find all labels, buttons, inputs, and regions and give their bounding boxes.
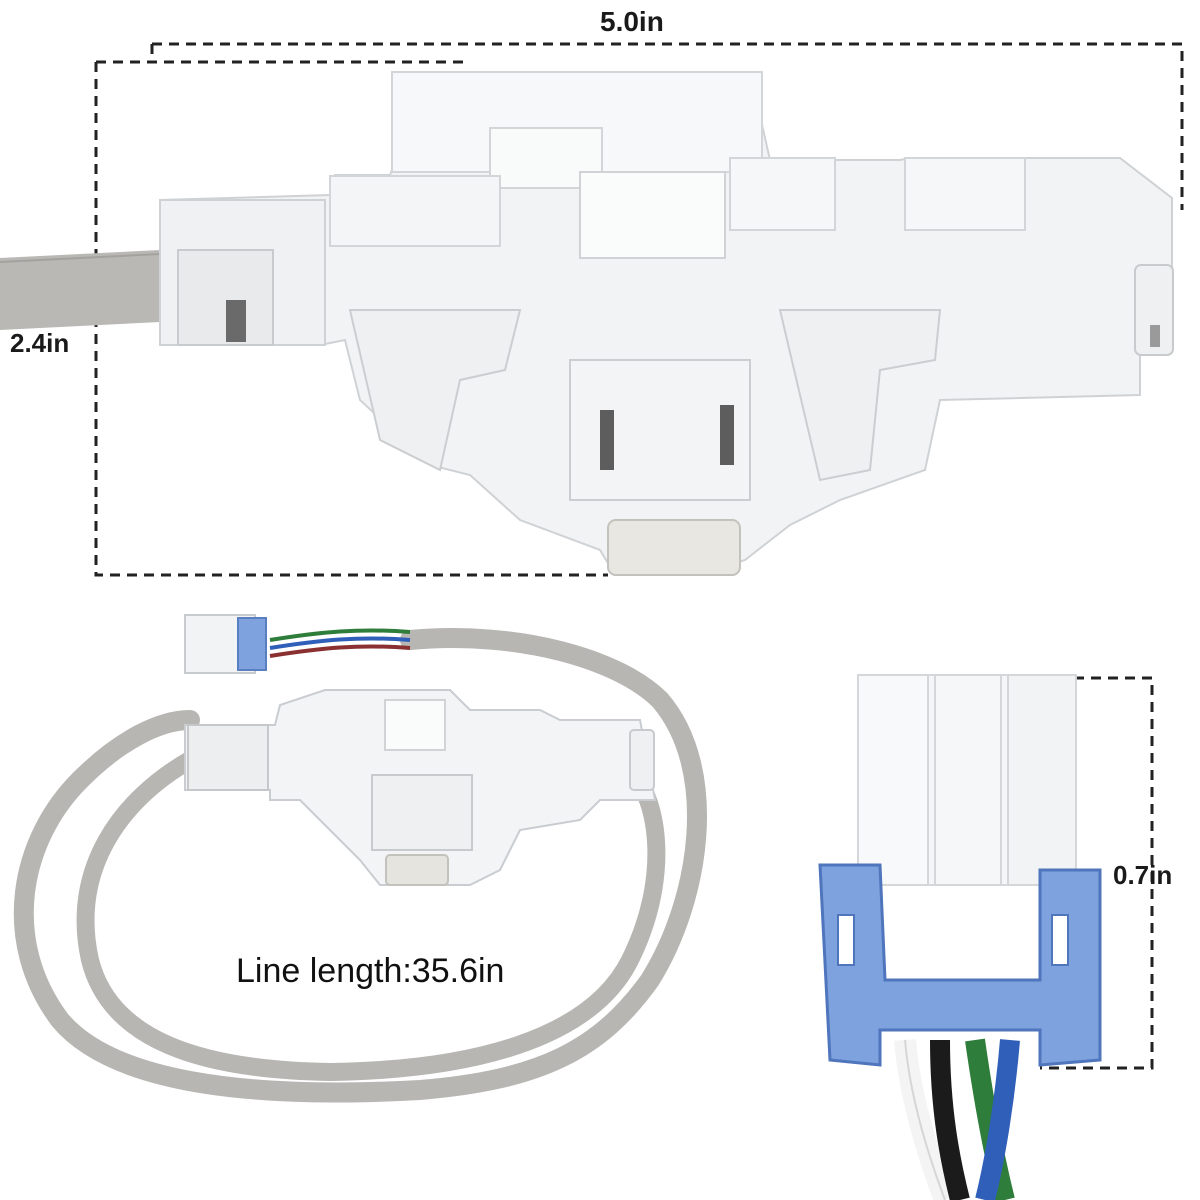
lid-lock-assembly xyxy=(13,614,707,1103)
blue-connector-clip xyxy=(818,863,1102,1067)
line-length-label: Line length:35.6in xyxy=(236,952,505,990)
width-dimension-label: 5.0in xyxy=(600,6,664,37)
connector-dimension-label: 0.7in xyxy=(1113,860,1173,890)
connector-dimension-line xyxy=(1040,676,1154,1070)
connector-closeup xyxy=(818,674,1102,1200)
height-dimension-label: 2.4in xyxy=(10,328,70,358)
cable-stub xyxy=(0,250,160,330)
lid-lock-large xyxy=(0,71,1174,576)
width-dimension-line xyxy=(152,42,1184,210)
cable-loop xyxy=(13,628,707,1103)
dimension-lines xyxy=(94,42,1184,1070)
